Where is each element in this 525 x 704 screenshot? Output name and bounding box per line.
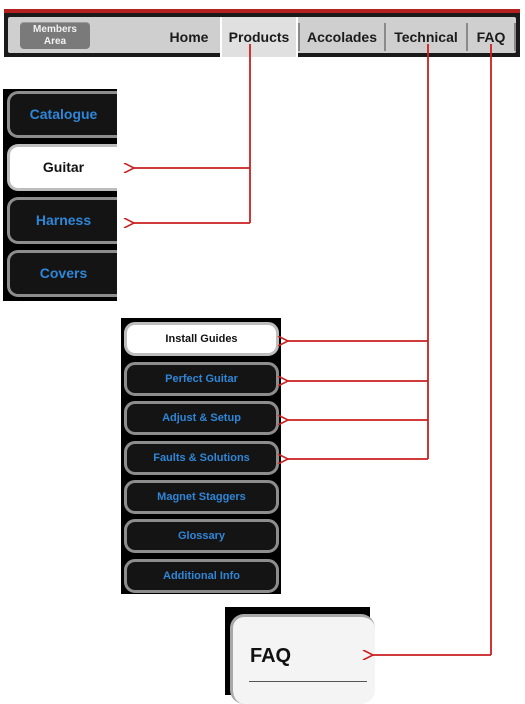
faq-divider — [249, 681, 367, 682]
members-area-button[interactable]: Members Area — [20, 22, 90, 49]
nav-faq[interactable]: FAQ — [476, 29, 506, 45]
nav-separator — [298, 23, 300, 51]
menu-item-perfect-guitar[interactable]: Perfect Guitar — [124, 362, 279, 396]
nav-separator — [384, 23, 386, 51]
menu-item-harness[interactable]: Harness — [7, 197, 117, 244]
menu-item-install-guides[interactable]: Install Guides — [124, 322, 279, 356]
menu-item-magnet-staggers[interactable]: Magnet Staggers — [124, 480, 279, 514]
menu-item-adjust-setup[interactable]: Adjust & Setup — [124, 401, 279, 435]
faq-heading: FAQ — [250, 645, 292, 667]
menu-item-covers[interactable]: Covers — [7, 250, 117, 297]
menu-item-catalogue[interactable]: Catalogue — [7, 91, 117, 138]
menu-item-faults-solutions[interactable]: Faults & Solutions — [124, 441, 279, 475]
nav-products[interactable]: Products — [220, 17, 298, 57]
technical-submenu: Install Guides Perfect Guitar Adjust & S… — [121, 318, 281, 594]
nav-separator — [466, 23, 468, 51]
menu-item-additional-info[interactable]: Additional Info — [124, 559, 279, 593]
nav-accolades[interactable]: Accolades — [306, 29, 378, 45]
nav-separator — [514, 23, 516, 51]
products-submenu: Catalogue Guitar Harness Covers — [3, 89, 117, 301]
menu-item-glossary[interactable]: Glossary — [124, 519, 279, 553]
nav-home[interactable]: Home — [169, 29, 209, 45]
top-nav-bar: Members Area Home Products Accolades Tec… — [4, 9, 520, 57]
menu-item-guitar[interactable]: Guitar — [7, 144, 117, 191]
faq-panel: FAQ — [225, 607, 375, 704]
faq-panel-inner — [230, 614, 375, 704]
nav-inner: Members Area Home Products Accolades Tec… — [8, 17, 516, 57]
nav-technical[interactable]: Technical — [394, 29, 458, 45]
